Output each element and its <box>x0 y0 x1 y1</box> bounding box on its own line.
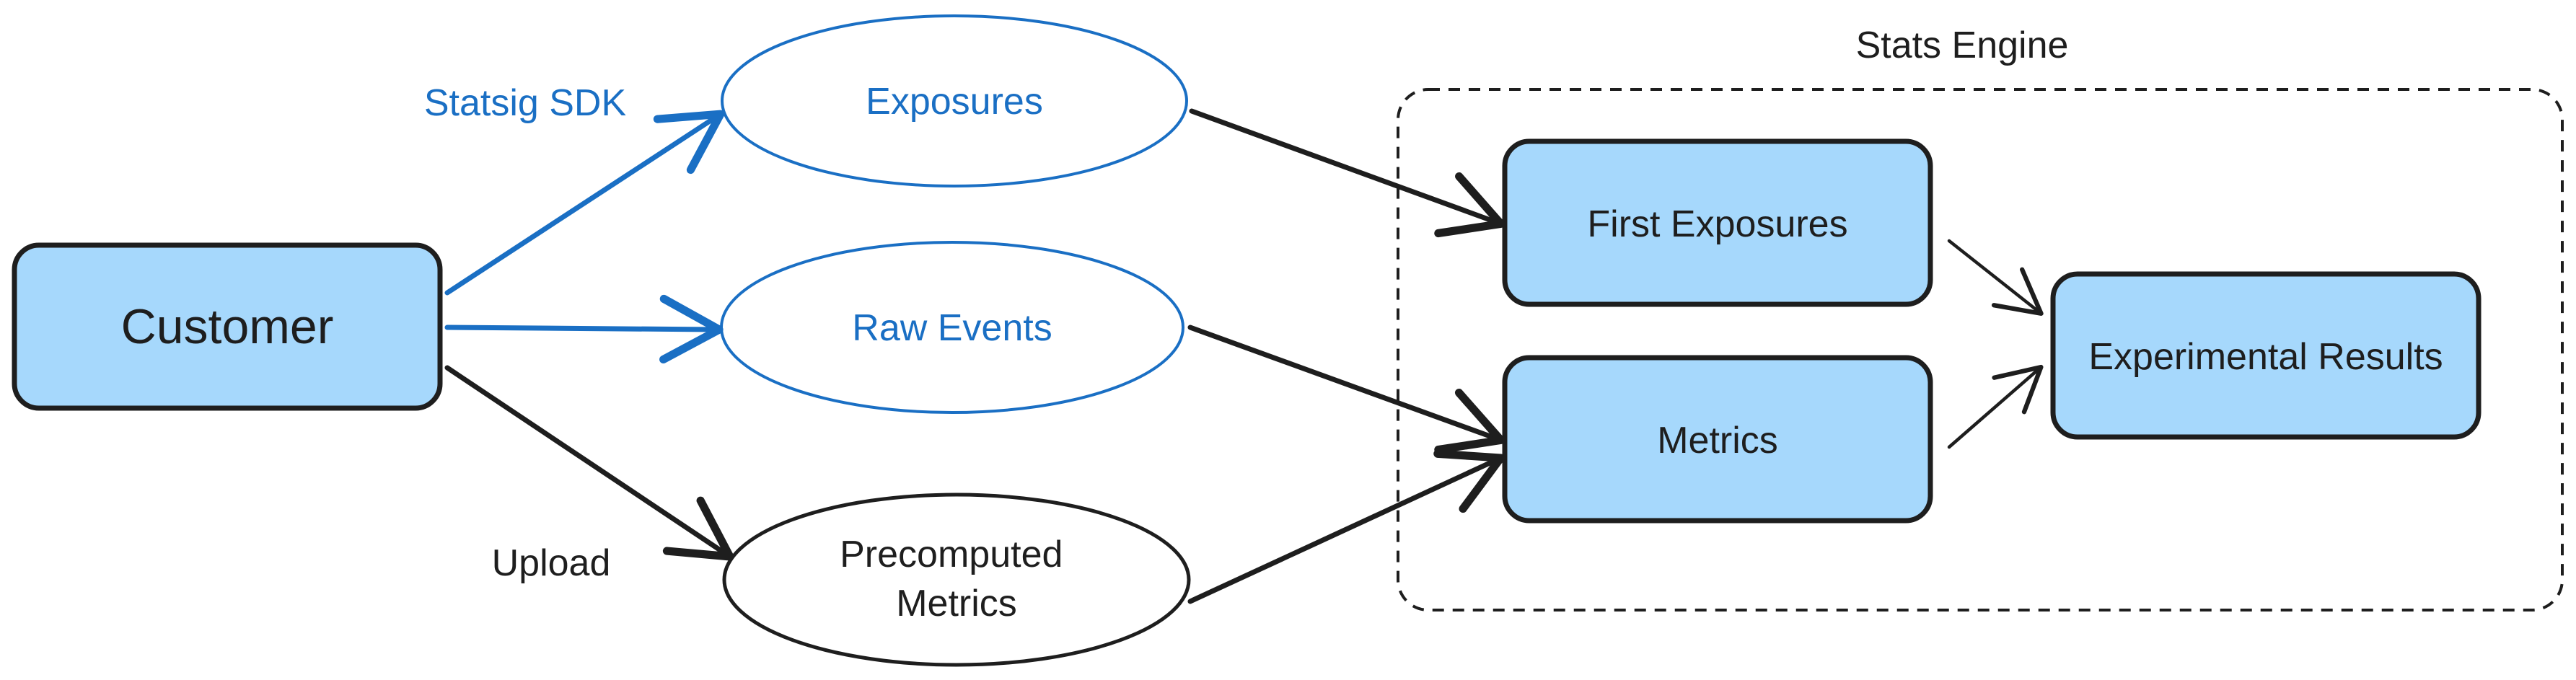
experimental-results-label: Experimental Results <box>2088 336 2443 378</box>
arrow-metrics-to-results <box>1947 364 2044 449</box>
arrow-customer-to-precomputed <box>444 365 734 561</box>
precomputed-line2: Metrics <box>896 583 1017 624</box>
customer-label: Customer <box>121 299 334 354</box>
stats-engine-container <box>1397 88 2564 611</box>
raw-events-label: Raw Events <box>852 307 1052 349</box>
customer-node <box>12 242 443 411</box>
arrow-customer-to-raw-events <box>444 294 724 364</box>
precomputed-metrics-node <box>722 493 1191 667</box>
statsig-sdk-label: Statsig SDK <box>424 82 627 124</box>
arrow-first-exposures-to-results <box>1947 239 2044 316</box>
arrow-customer-to-exposures <box>444 110 725 296</box>
arrow-exposures-to-first-exposures <box>1189 108 1505 238</box>
experimental-results-node <box>2050 271 2482 440</box>
first-exposures-label: First Exposures <box>1587 203 1847 245</box>
arrow-raw-events-to-metrics <box>1187 324 1505 454</box>
precomputed-line1: Precomputed <box>840 534 1063 575</box>
arrow-precomputed-to-metrics <box>1187 449 1505 604</box>
metrics-label: Metrics <box>1657 420 1778 462</box>
upload-label: Upload <box>492 542 611 584</box>
stats-engine-label: Stats Engine <box>1856 25 2069 66</box>
exposures-label: Exposures <box>866 81 1043 123</box>
exposures-node <box>721 14 1188 187</box>
precomputed-metrics-label: Precomputed Metrics <box>840 534 1073 624</box>
